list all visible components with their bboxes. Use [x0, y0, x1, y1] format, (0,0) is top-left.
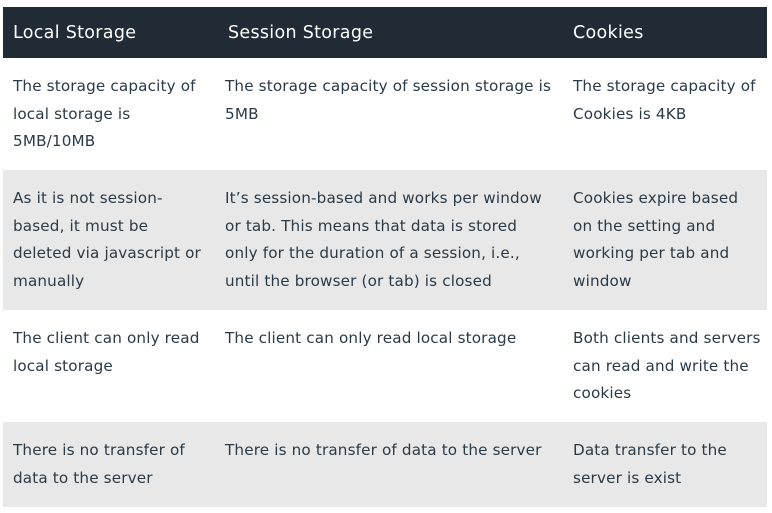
storage-comparison-table: Local Storage Session Storage Cookies Th… [3, 7, 767, 507]
header-cookies: Cookies [573, 22, 644, 43]
cell-cookies: Both clients and servers can read and wr… [573, 329, 761, 403]
cell-local-storage: As it is not session-based, it must be d… [13, 189, 201, 291]
table-row: There is no transfer of data to the serv… [3, 422, 767, 507]
cell-local-storage: There is no transfer of data to the serv… [13, 441, 185, 487]
comparison-table-container: Local Storage Session Storage Cookies Th… [3, 7, 767, 507]
cell-session-storage: It’s session-based and works per window … [225, 189, 542, 291]
table-row: The storage capacity of local storage is… [3, 58, 767, 170]
cell-session-storage: There is no transfer of data to the serv… [225, 441, 542, 459]
cell-cookies: Cookies expire based on the setting and … [573, 189, 739, 291]
cell-local-storage: The storage capacity of local storage is… [13, 77, 196, 151]
table-body: The storage capacity of local storage is… [3, 58, 767, 507]
cell-cookies: Data transfer to the server is exist [573, 441, 727, 487]
table-row: As it is not session-based, it must be d… [3, 170, 767, 310]
cell-local-storage: The client can only read local storage [13, 329, 200, 375]
table-row: The client can only read local storage T… [3, 310, 767, 422]
cell-cookies: The storage capacity of Cookies is 4KB [573, 77, 756, 123]
cell-session-storage: The storage capacity of session storage … [225, 77, 552, 123]
table-header: Local Storage Session Storage Cookies [3, 7, 767, 58]
header-local-storage: Local Storage [13, 22, 137, 43]
cell-session-storage: The client can only read local storage [225, 329, 517, 347]
header-row: Local Storage Session Storage Cookies [3, 7, 767, 58]
header-session-storage: Session Storage [228, 22, 374, 43]
